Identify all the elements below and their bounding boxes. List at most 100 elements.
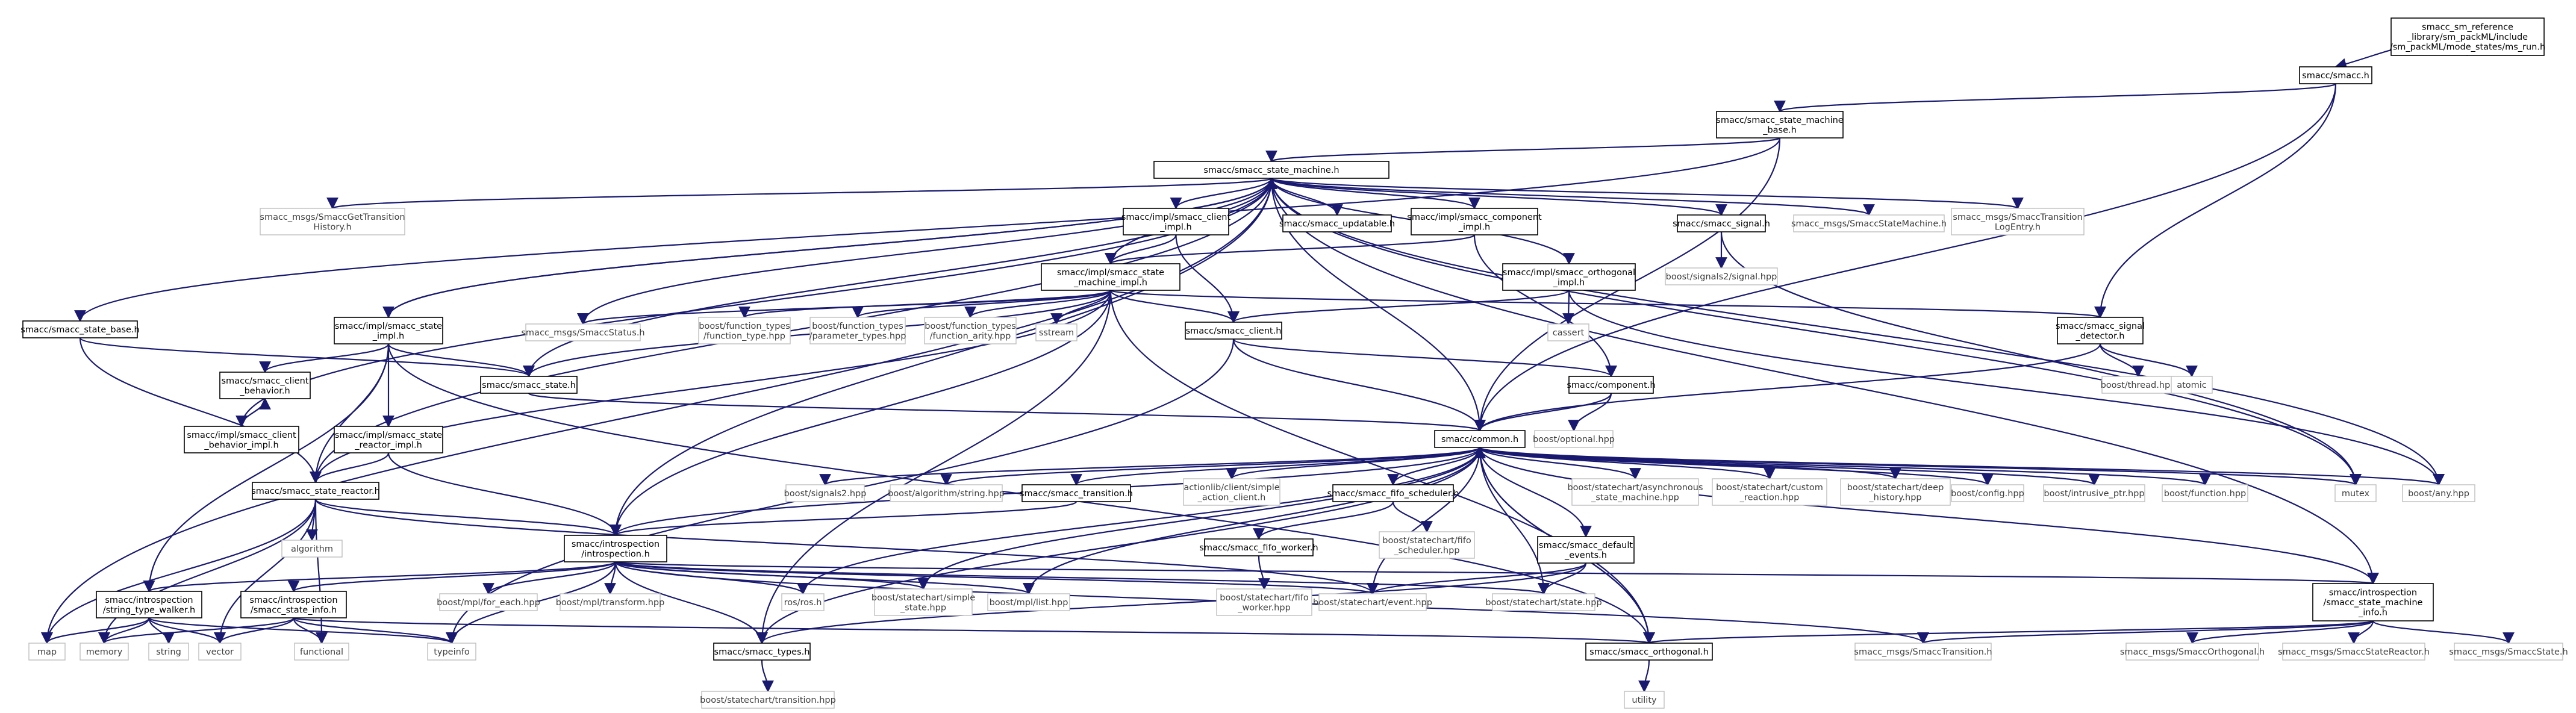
node-smimpl[interactable]: smacc/impl/smacc_state_machine_impl.h xyxy=(1041,263,1180,291)
node-sm[interactable]: smacc/smacc_state_machine.h xyxy=(1153,161,1389,179)
node-label: functional xyxy=(300,647,343,657)
node-label: boost/function_types/function_arity.hpp xyxy=(925,322,1016,341)
node-smi[interactable]: smacc/introspection/smacc_state_machine_… xyxy=(2312,583,2434,621)
node-label-line: boost/statechart/transition.hpp xyxy=(700,696,836,705)
edge-sm-to-msglog xyxy=(1270,177,2023,210)
node-root[interactable]: smacc_sm_reference_library/sm_packML/inc… xyxy=(2390,17,2545,56)
node-smbase[interactable]: smacc/smacc_state_machine_base.h xyxy=(1716,111,1844,139)
node-fifoworker[interactable]: smacc/smacc_fifo_worker.h xyxy=(1199,538,1318,556)
edge-reactor-to-vector xyxy=(214,499,317,644)
node-orthogonal[interactable]: smacc/smacc_orthogonal.h xyxy=(1585,643,1713,661)
node-label: string xyxy=(156,647,181,657)
node-label-line: /string_type_walker.h xyxy=(103,605,195,615)
edge-state-to-common xyxy=(528,392,1485,432)
edge-stw-to-map xyxy=(41,617,150,644)
node-bsig2: boost/signals2.hpp xyxy=(784,484,866,502)
node-label-line: /function_type.hpp xyxy=(703,331,785,341)
node-label: smacc/smacc_fifo_worker.h xyxy=(1199,543,1318,553)
node-label-line: vector xyxy=(206,647,234,657)
node-label: boost/statechart/fifo_worker.hpp xyxy=(1220,593,1309,613)
edge-intro-to-bmplforeach xyxy=(482,561,617,595)
node-label-line: sstream xyxy=(1039,328,1074,338)
node-label-line: boost/signals2/signal.hpp xyxy=(1666,272,1777,282)
node-label: memory xyxy=(86,647,123,657)
node-fifosched[interactable]: smacc/smacc_fifo_scheduler.h xyxy=(1327,484,1459,502)
node-box xyxy=(809,317,906,344)
node-label: smacc/introspection/smacc_state_machine_… xyxy=(2324,588,2423,618)
node-ssi[interactable]: smacc/introspection/smacc_state_info.h xyxy=(240,591,347,618)
node-bmplforeach: boost/mpl/for_each.hpp xyxy=(437,593,540,611)
node-label-line: smacc/common.h xyxy=(1441,435,1518,444)
node-box xyxy=(1951,208,2085,235)
node-label-line: smacc/impl/smacc_state xyxy=(335,322,442,331)
node-box xyxy=(294,643,349,661)
node-signal[interactable]: smacc/smacc_signal.h xyxy=(1673,214,1770,232)
node-box xyxy=(1571,478,1699,506)
node-label-line: smacc/smacc_orthogonal.h xyxy=(1589,647,1709,657)
node-label-line: smacc_msgs/SmaccTransition xyxy=(1953,213,2082,222)
node-label-line: functional xyxy=(300,647,343,657)
node-compimpl[interactable]: smacc/impl/smacc_component_impl.h xyxy=(1407,208,1542,235)
node-box xyxy=(1216,588,1312,616)
node-smacc_h[interactable]: smacc/smacc.h xyxy=(2299,66,2372,84)
node-cbeh[interactable]: smacc/smacc_client_behavior.h xyxy=(219,372,311,399)
node-label-line: smacc_msgs/SmaccGetTransition xyxy=(260,213,405,222)
node-statebase[interactable]: smacc/smacc_state_base.h xyxy=(20,320,140,338)
node-box xyxy=(260,208,405,235)
node-label-line: boost/thread.hpp xyxy=(2101,381,2176,390)
node-cassert: cassert xyxy=(1547,323,1589,341)
node-orthimpl[interactable]: smacc/impl/smacc_orthogonal_impl.h xyxy=(1502,263,1636,291)
node-label-line: ros/ros.h xyxy=(784,598,822,608)
node-label: algorithm xyxy=(291,544,333,554)
node-label: cassert xyxy=(1553,328,1585,338)
node-clientimpl[interactable]: smacc/impl/smacc_client_impl.h xyxy=(1121,208,1231,235)
node-reactimpl[interactable]: smacc/impl/smacc_state_reactor_impl.h xyxy=(334,426,443,453)
node-label-line: map xyxy=(37,647,57,657)
node-intro[interactable]: smacc/introspection/introspection.h xyxy=(564,535,667,562)
edge-ssi-to-vector xyxy=(214,617,295,644)
node-updatable[interactable]: smacc/smacc_updatable.h xyxy=(1279,214,1395,232)
node-box xyxy=(1793,214,1945,232)
node-box xyxy=(1379,531,1475,559)
node-bfunc: boost/function.hpp xyxy=(2162,484,2248,502)
node-label-line: smacc/smacc_fifo_scheduler.h xyxy=(1327,489,1459,499)
node-stateimpl[interactable]: smacc/impl/smacc_state_impl.h xyxy=(334,317,443,344)
node-label-line: _reactor_impl.h xyxy=(354,440,422,450)
node-label-line: /sm_packML/mode_states/ms_run.h xyxy=(2390,43,2545,52)
node-msgorth: smacc_msgs/SmaccOrthogonal.h xyxy=(2120,643,2265,661)
edge-smi-to-orthogonal xyxy=(1644,620,2374,644)
node-label-line: smacc/impl/smacc_state xyxy=(335,431,442,440)
node-label-line: boost/statechart/fifo xyxy=(1220,593,1309,603)
node-box xyxy=(1585,643,1713,661)
node-transition[interactable]: smacc/smacc_transition.h xyxy=(1020,484,1133,502)
edge-client-to-component xyxy=(1232,338,1617,378)
node-client[interactable]: smacc/smacc_client.h xyxy=(1185,322,1282,340)
node-label-line: smacc_msgs/SmaccState.h xyxy=(2449,647,2568,657)
node-label-line: _worker.hpp xyxy=(1237,603,1291,612)
node-box xyxy=(2125,643,2259,661)
node-reactor[interactable]: smacc/smacc_state_reactor.h xyxy=(251,482,380,500)
node-box xyxy=(1492,593,1595,611)
node-string: string xyxy=(148,643,189,661)
edge-smacc_h-to-sigdet xyxy=(2094,83,2337,319)
node-component[interactable]: smacc/component.h xyxy=(1567,376,1656,394)
edge-smimpl-to-farity xyxy=(964,290,1112,319)
node-label-line: smacc/smacc_state_machine.h xyxy=(1203,166,1339,175)
node-label-line: boost/any.hpp xyxy=(2408,489,2469,499)
node-label: smacc/smacc_state.h xyxy=(482,381,576,390)
edge-client-to-common xyxy=(1232,338,1486,432)
edge-intro-to-smi xyxy=(614,561,2377,585)
node-box xyxy=(1185,322,1282,340)
node-common[interactable]: smacc/common.h xyxy=(1434,430,1526,448)
node-stw[interactable]: smacc/introspection/string_type_walker.h xyxy=(96,591,202,618)
node-sigdet[interactable]: smacc/smacc_signal_detector.h xyxy=(2056,317,2145,344)
node-label-line: typeinfo xyxy=(434,647,470,657)
node-cbehimpl[interactable]: smacc/impl/smacc_client_behavior_impl.h xyxy=(184,426,299,453)
node-types[interactable]: smacc/smacc_types.h xyxy=(713,643,811,661)
node-state[interactable]: smacc/smacc_state.h xyxy=(480,376,578,394)
node-label: boost/thread.hpp xyxy=(2101,381,2176,390)
node-defevents[interactable]: smacc/smacc_default_events.h xyxy=(1537,536,1635,564)
edge-ssi-to-orthogonal xyxy=(293,617,1654,644)
